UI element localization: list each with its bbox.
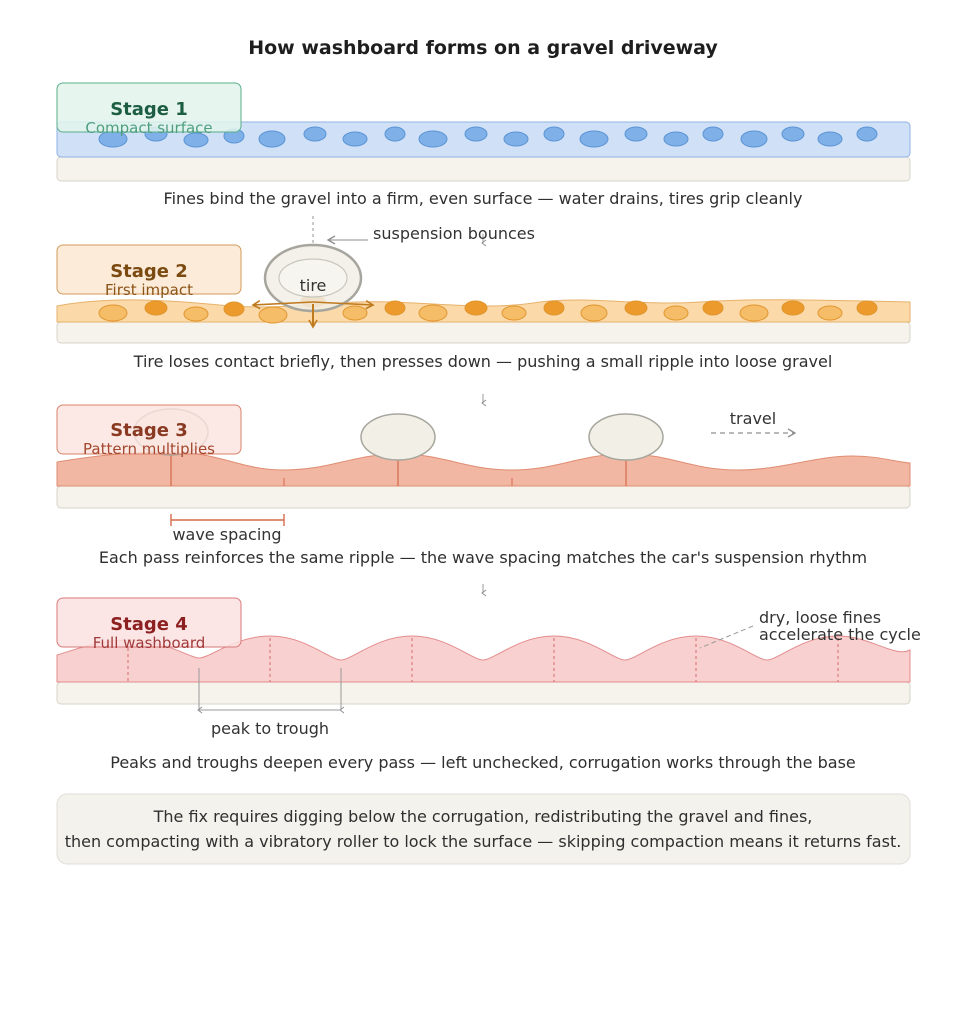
gravel-stone (624, 300, 648, 316)
gravel-stone (781, 126, 805, 142)
dry-fines-label-2: accelerate the cycle (759, 625, 921, 644)
stage-3-label-box (56, 404, 242, 455)
stage-4-title: Stage 4 (110, 614, 188, 635)
travel-label: travel (730, 409, 776, 428)
gravel-stone (464, 126, 488, 142)
gravel-stone (303, 126, 327, 142)
stage-3-caption: Each pass reinforces the same ripple — t… (99, 548, 867, 567)
gravel-stone (503, 131, 529, 147)
tire-icon (360, 413, 436, 461)
wave-spacing-label: wave spacing (172, 525, 281, 544)
fix-line-1: The fix requires digging below the corru… (153, 807, 813, 826)
gravel-stone (342, 131, 368, 147)
stage-3-title: Stage 3 (110, 420, 188, 441)
stage-1-base-layer (56, 156, 911, 182)
gravel-stone (856, 126, 878, 142)
stage-2-label-box (56, 244, 242, 295)
stage-4-subtitle: Full washboard (93, 634, 206, 652)
gravel-stone (580, 304, 608, 322)
stage-1-label-box (56, 82, 242, 133)
gravel-stone (418, 130, 448, 148)
stage-4-label-box (56, 597, 242, 648)
diagram-title: How washboard forms on a gravel driveway (248, 37, 718, 59)
stage-2-subtitle: First impact (105, 281, 193, 299)
gravel-stone (663, 131, 689, 147)
tire-icon (588, 413, 664, 461)
stage-4-caption: Peaks and troughs deepen every pass — le… (110, 753, 856, 772)
stage-2-base-layer (56, 321, 911, 344)
gravel-stone (258, 130, 286, 148)
push-left-arrow (251, 299, 314, 310)
stage-2-stones (98, 294, 878, 324)
stage-1-title: Stage 1 (110, 99, 188, 120)
gravel-stone (223, 301, 245, 317)
gravel-stone (501, 305, 527, 321)
gravel-stone (464, 300, 488, 316)
dry-fines-label-1: dry, loose fines (759, 608, 881, 627)
gravel-stone (624, 126, 648, 142)
gravel-stone (258, 306, 288, 324)
suspension-label: suspension bounces (373, 224, 535, 243)
gravel-stone (739, 304, 769, 322)
gravel-stone (183, 132, 209, 148)
gravel-stone (543, 126, 565, 142)
gravel-stone (579, 130, 609, 148)
stage-2-caption: Tire loses contact briefly, then presses… (133, 352, 833, 371)
gravel-stone (663, 305, 689, 321)
stage-1-caption: Fines bind the gravel into a firm, even … (164, 189, 803, 208)
stage-4: dry, loose fines accelerate the cycle pe… (56, 597, 921, 772)
dry-fines-pointer (699, 625, 754, 649)
gravel-stone (702, 300, 724, 316)
fix-line-2: then compacting with a vibratory roller … (65, 832, 902, 851)
tire-label: tire (300, 276, 327, 295)
tire-hub-icon (278, 258, 348, 298)
stage-1-subtitle: Compact surface (85, 119, 212, 137)
stage-2-title: Stage 2 (110, 261, 188, 282)
gravel-stone (817, 305, 843, 321)
gravel-stone (543, 300, 565, 316)
gravel-stone (740, 130, 768, 148)
gravel-stone (183, 306, 209, 322)
stage-1: Stage 1 Compact surface Fines bind the g… (56, 82, 911, 208)
stage-3-subtitle: Pattern multiplies (83, 440, 215, 458)
gravel-stone (781, 300, 805, 316)
fix-box (56, 793, 911, 865)
gravel-stone (384, 300, 406, 316)
gravel-stone (144, 300, 168, 316)
gravel-stone (98, 304, 128, 322)
gravel-stone (384, 126, 406, 142)
gravel-stone (856, 300, 878, 316)
stage-3-base-layer (56, 485, 911, 509)
gravel-stone (418, 304, 448, 322)
push-right-arrow (312, 299, 375, 310)
gravel-stone (342, 305, 368, 321)
gravel-stone (817, 131, 843, 147)
gravel-stone (702, 126, 724, 142)
stage-4-base-layer (56, 681, 911, 705)
peak-to-trough-label: peak to trough (211, 719, 329, 738)
stage-2: suspension bounces tire Stage 2 First im… (56, 216, 911, 371)
stage-3: travel wave spacing Stage 3 Pattern mult… (56, 404, 911, 567)
fix-panel: The fix requires digging below the corru… (56, 793, 911, 865)
